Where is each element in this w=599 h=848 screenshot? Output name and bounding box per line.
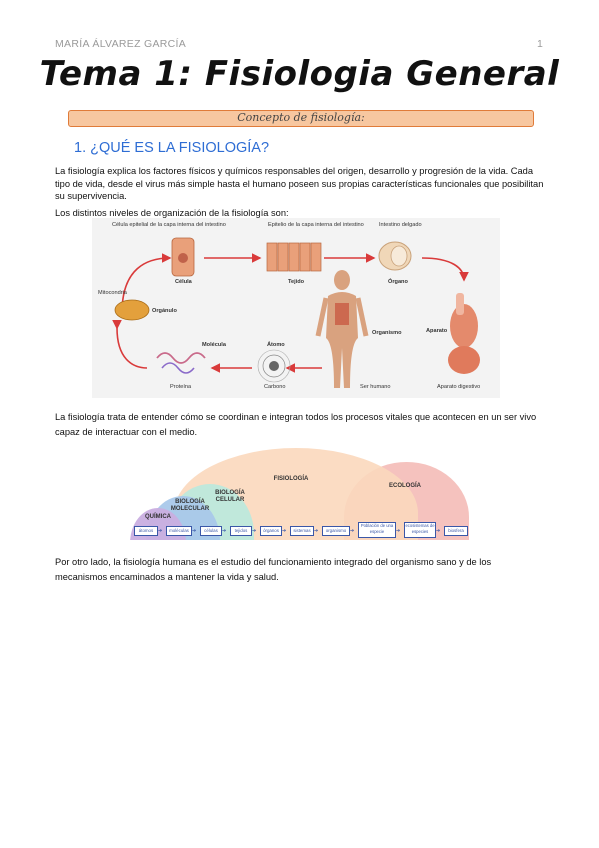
page-title: Tema 1: Fisiologia General [39, 54, 560, 94]
arc-label-cellbio: BIOLOGÍA CELULAR [215, 490, 245, 503]
arrow-icon: ➔ [192, 528, 197, 534]
arc-label-chemistry: QUÍMICA [145, 514, 171, 520]
label-organ-caption: Intestino delgado [379, 222, 422, 228]
step-atoms: átomos [134, 526, 158, 536]
section-heading: 1. ¿QUÉ ES LA FISIOLOGÍA? [74, 140, 270, 156]
header-author: MARÍA ÁLVAREZ GARCÍA [55, 38, 187, 50]
step-tissues: tejidos [230, 526, 252, 536]
step-organs: órganos [260, 526, 282, 536]
paragraph-human-physiology: Por otro lado, la fisiología humana es e… [55, 557, 492, 582]
label-apparatus: Aparato [426, 328, 448, 334]
arrow-icon: ➔ [396, 528, 401, 534]
label-atom: Átomo [267, 342, 285, 348]
paragraph-levels-intro: Los distintos niveles de organización de… [55, 208, 289, 218]
label-protein: Proteína [170, 384, 192, 390]
label-digestive: Aparato digestivo [437, 384, 481, 390]
arrow-icon: ➔ [282, 528, 287, 534]
label-tissue-caption: Epitelio de la capa interna del intestin… [268, 222, 364, 228]
label-cell-caption: Célula epitelial de la capa interna del … [112, 222, 226, 228]
arrow-icon: ➔ [314, 528, 319, 534]
disciplines-arc-figure: QUÍMICA BIOLOGÍA MOLECULAR BIOLOGÍA CELU… [126, 448, 470, 540]
step-cells: células [200, 526, 222, 536]
label-molecule: Molécula [202, 342, 226, 348]
arc-label-physiology: FISIOLOGÍA [273, 476, 309, 482]
paragraph-coordination: La fisiología trata de entender cómo se … [55, 412, 537, 437]
label-carbon: Carbono [264, 384, 286, 390]
arrow-icon: ➔ [436, 528, 441, 534]
organization-levels-drawing [112, 237, 480, 388]
step-organism: organismo [322, 526, 350, 536]
arc-label-ecology: ECOLOGÍA [388, 483, 421, 489]
label-organ: Órgano [388, 279, 408, 285]
arrow-icon: ➔ [252, 528, 257, 534]
arc-label-molbio: BIOLOGÍA MOLECULAR [170, 499, 210, 512]
label-organism: Organismo [372, 330, 402, 336]
label-mitochondria: Mitocondria [98, 290, 127, 296]
step-ecosystems: ecosistemas de especies [404, 522, 436, 538]
step-molecules: moléculas [166, 526, 192, 536]
organization-levels-figure: Célula epitelial de la capa interna del … [92, 218, 500, 398]
arrow-icon: ➔ [350, 528, 355, 534]
label-tissue: Tejido [288, 279, 305, 285]
step-systems: sistemas [290, 526, 314, 536]
label-cell: Célula [175, 279, 192, 285]
step-biosphere: biosfera [444, 526, 468, 536]
page-number: 1 [537, 38, 543, 50]
arrow-icon: ➔ [222, 528, 227, 534]
label-human: Ser humano [360, 384, 391, 390]
step-population: Población de una especie [358, 522, 396, 538]
arrow-icon: ➔ [158, 528, 163, 534]
paragraph-definition: La fisiología explica los factores físic… [55, 166, 544, 201]
label-organelle: Orgánulo [152, 308, 177, 314]
section-banner: Concepto de fisiología: [68, 110, 534, 127]
